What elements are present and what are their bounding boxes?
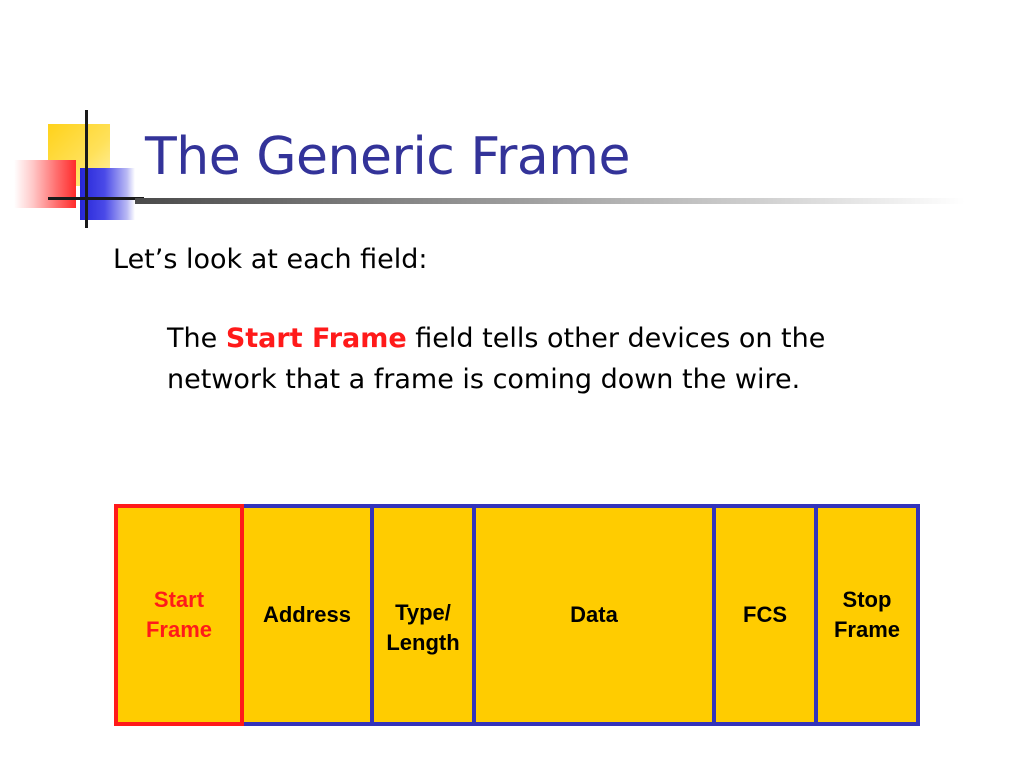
field-label: Type/ Length [386, 600, 460, 655]
slide-title: The Generic Frame [145, 127, 630, 187]
field-label: Start Frame [145, 587, 213, 642]
lead-text: Let’s look at each field: [113, 244, 428, 275]
description-paragraph: The Start Frame field tells other device… [167, 318, 867, 400]
field-fcs[interactable]: FCS [712, 504, 818, 726]
field-type-length[interactable]: Type/ Length [370, 504, 476, 726]
field-label: Data [570, 602, 618, 627]
paragraph-highlight: Start Frame [225, 323, 407, 354]
decorative-logo-icon [0, 0, 150, 235]
logo-vertical-line [85, 110, 88, 228]
paragraph-prefix: The [167, 323, 226, 354]
field-stop-frame[interactable]: Stop Frame [814, 504, 920, 726]
field-start-frame[interactable]: Start Frame [114, 504, 244, 726]
logo-red-bar [14, 160, 76, 208]
title-underline [135, 198, 965, 204]
logo-horizontal-line [48, 197, 144, 200]
field-label: Address [262, 602, 352, 627]
logo-blue-square [80, 168, 135, 220]
field-label: Stop Frame [833, 587, 901, 642]
paragraph-suffix: field tells other devices on the network… [167, 323, 826, 395]
field-label: FCS [743, 602, 787, 627]
field-address[interactable]: Address [240, 504, 374, 726]
field-data[interactable]: Data [472, 504, 716, 726]
